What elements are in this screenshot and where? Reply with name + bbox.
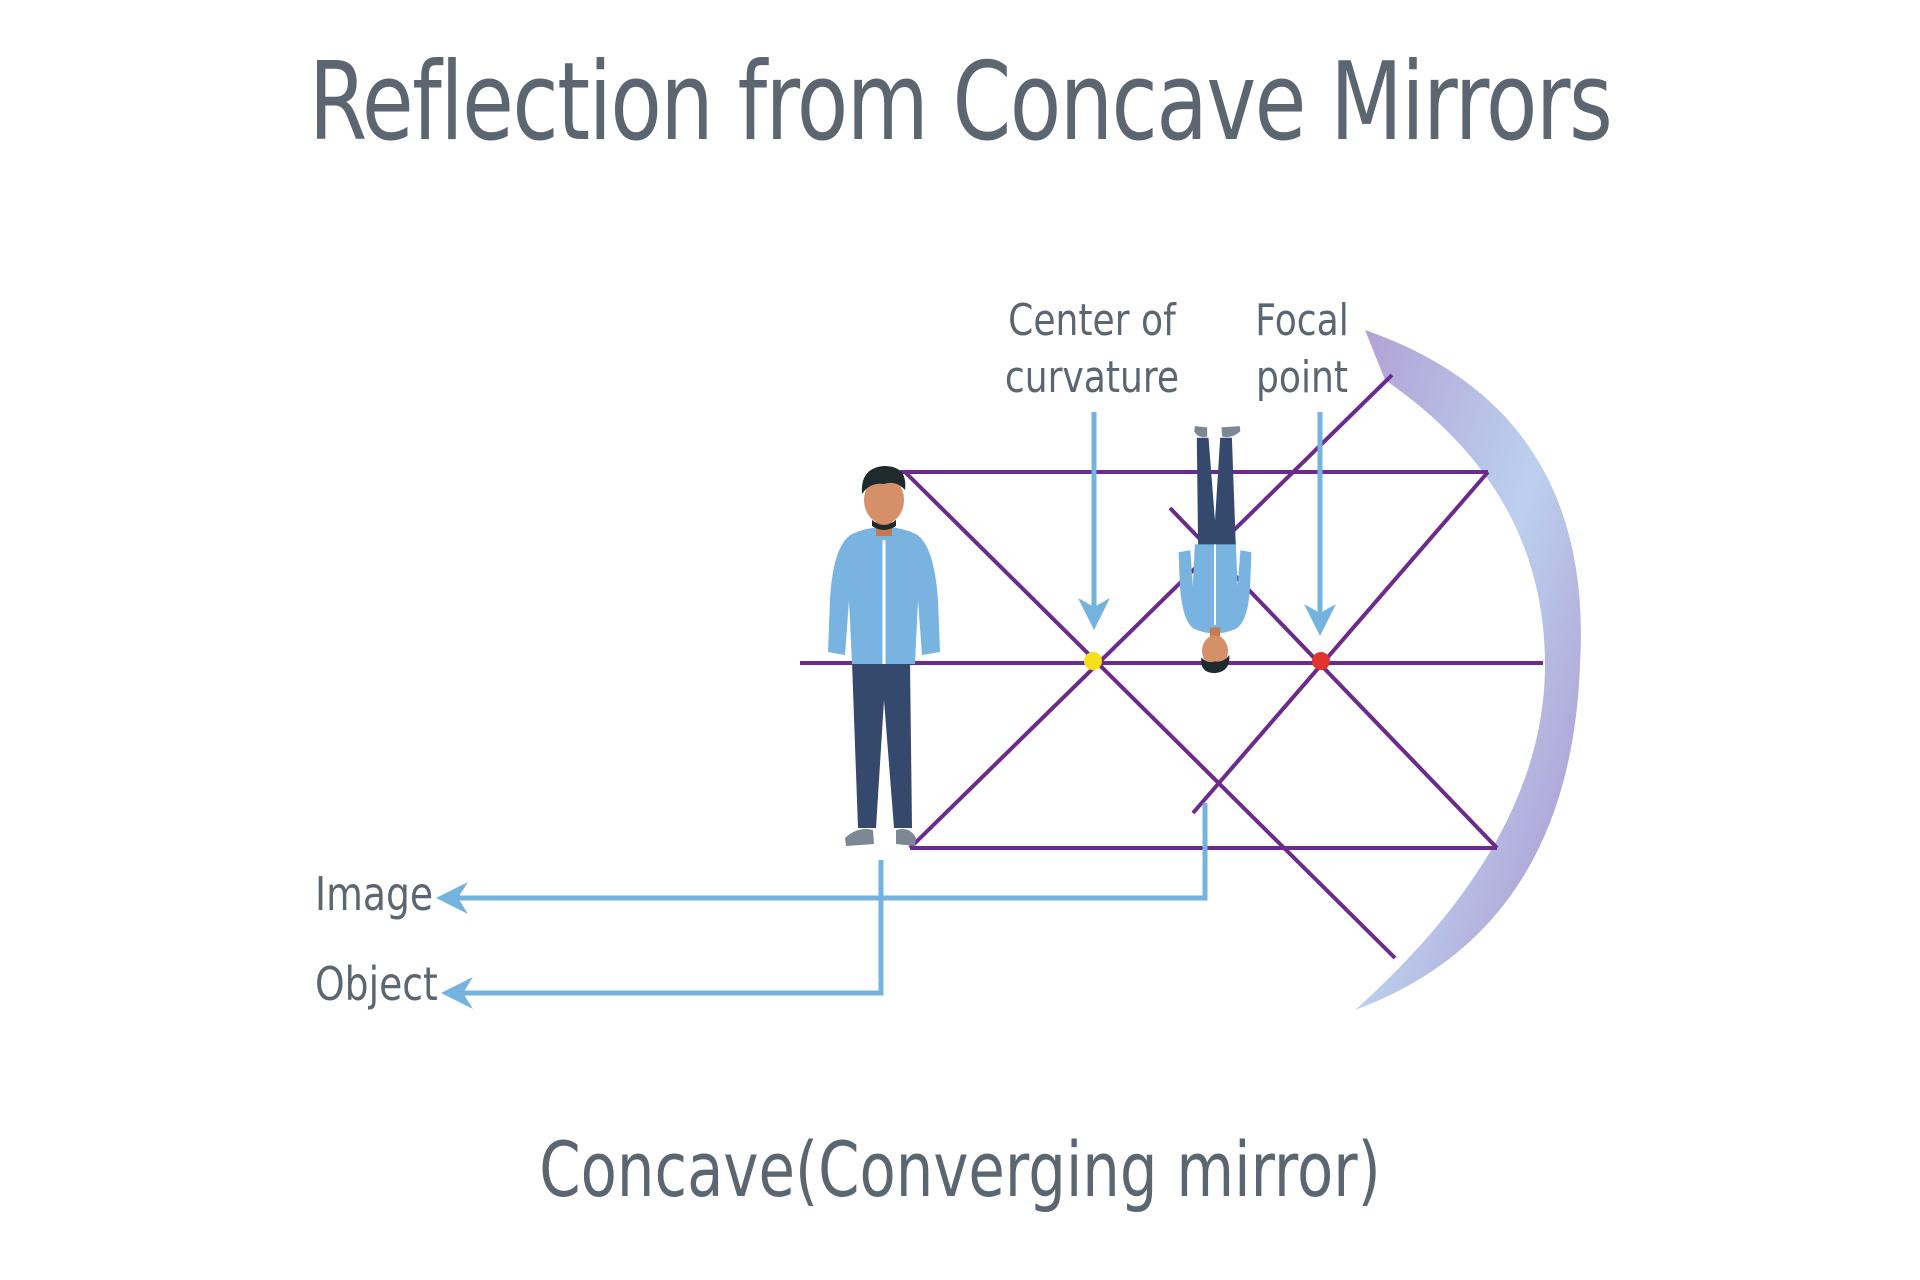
center-pointer-arrowhead [1078, 598, 1110, 630]
object-label: Object [315, 957, 438, 1011]
object-pointer-arrowhead [441, 977, 473, 1009]
object-person [828, 466, 940, 846]
center-of-curvature-dot [1084, 652, 1102, 670]
image-pointer-arrowhead [436, 882, 468, 914]
diagram-caption: Concave(Converging mirror) [539, 1125, 1381, 1214]
image-pointer-line [455, 803, 1208, 901]
focal-pointer-arrowhead [1304, 604, 1336, 636]
focal-point-label-line1: Focal [1255, 296, 1348, 346]
image-person [1178, 426, 1252, 674]
concave-mirror [1355, 330, 1581, 1010]
image-label: Image [315, 867, 433, 921]
center-of-curvature-label-line1: Center of [1008, 296, 1176, 346]
focal-point-label-line2: point [1256, 353, 1348, 403]
ray-top-reflected [1191, 470, 1490, 815]
focal-point-dot [1312, 652, 1330, 670]
ray-through-center-up [908, 373, 1394, 850]
object-pointer-line [460, 860, 884, 996]
ray-through-center [903, 470, 1397, 960]
diagram-title: Reflection from Concave Mirrors [308, 40, 1613, 165]
center-of-curvature-label-line2: curvature [1005, 353, 1179, 403]
